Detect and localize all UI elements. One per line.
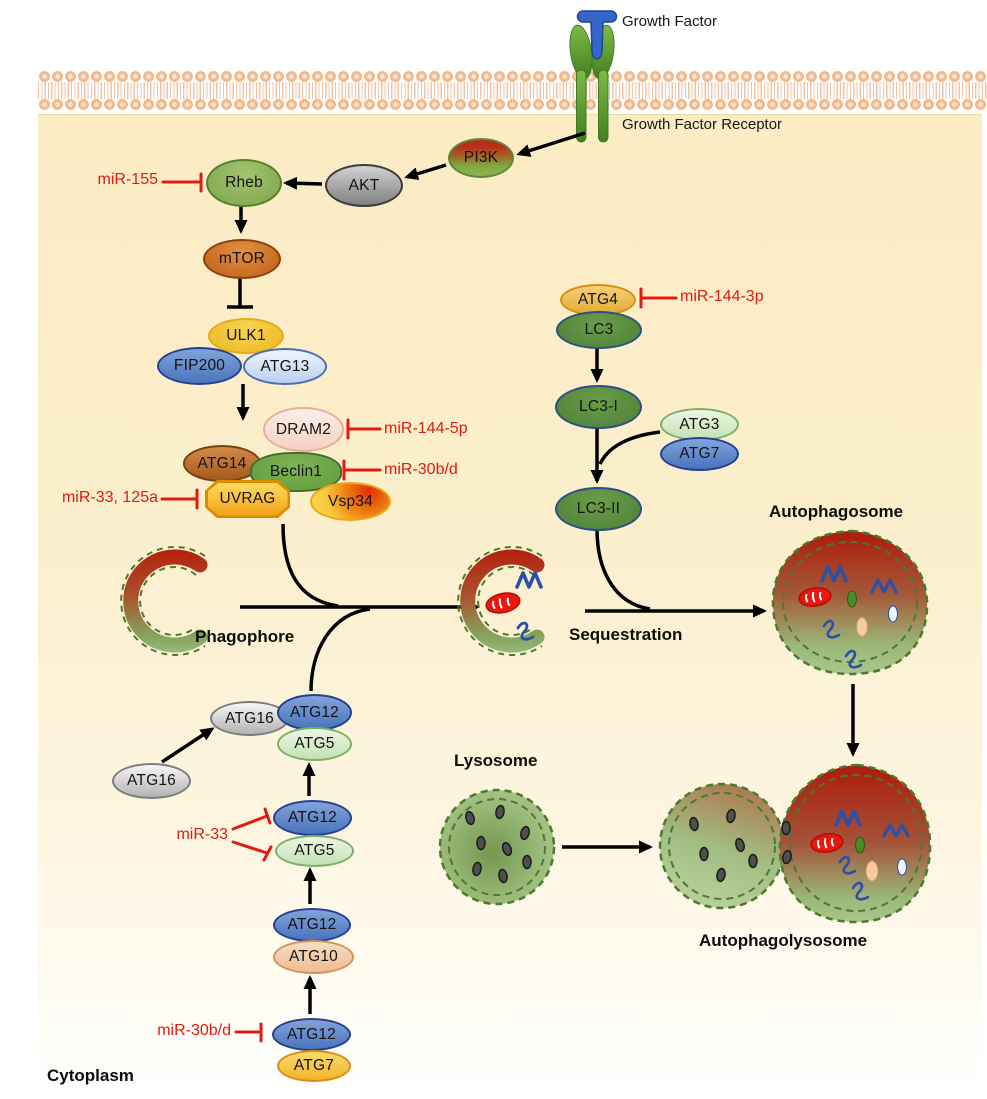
- mitochondrion-icon: [485, 592, 521, 614]
- node-akt: AKT: [325, 164, 403, 207]
- node-label: ATG16: [127, 772, 176, 790]
- node-atg13: ATG13: [243, 348, 327, 385]
- mirna-label-mir-144-3p: miR-144-3p: [680, 288, 764, 305]
- inhibition-bars: [160, 172, 678, 1043]
- node-label: ATG7: [293, 1057, 335, 1075]
- node-label: ATG10: [289, 948, 338, 966]
- node-lc3ii: LC3-II: [555, 487, 642, 531]
- node-atg12d: ATG12: [272, 1018, 351, 1051]
- node-label: ATG12: [290, 703, 339, 721]
- node-label: ATG3: [679, 415, 720, 433]
- node-label: ATG14: [197, 454, 247, 472]
- node-label: mTOR: [218, 250, 266, 268]
- node-lc3i: LC3-I: [555, 385, 642, 429]
- membrane-outer-leaflet: [38, 70, 987, 83]
- node-atg5a: ATG5: [277, 727, 352, 761]
- node-label: Rheb: [225, 174, 263, 192]
- growth-factor-receptor-icon: [569, 24, 615, 143]
- node-atg12b: ATG12: [273, 800, 352, 836]
- node-label: ATG16: [225, 709, 274, 727]
- node-label: ATG7: [679, 445, 720, 463]
- node-lc3: LC3: [556, 311, 642, 349]
- node-label: Beclin1: [269, 463, 323, 481]
- node-label: UVRAG: [207, 482, 288, 516]
- autophagosome-vesicle: [771, 529, 929, 676]
- node-pi3k: PI3K: [448, 138, 514, 178]
- node-label: ATG12: [287, 1025, 336, 1043]
- sequestration-crescent: [457, 546, 545, 656]
- node-atg14: ATG14: [183, 445, 261, 482]
- node-fip200: FIP200: [157, 347, 242, 385]
- node-atg7a: ATG7: [660, 437, 739, 471]
- misfolded-protein-icon: [516, 621, 535, 641]
- node-label: ATG13: [260, 357, 310, 375]
- node-uvrag: UVRAG: [205, 480, 290, 518]
- growth-factor-icon: [576, 10, 618, 60]
- signal-arrows: [161, 131, 860, 1014]
- mirna-label-mir-30bd-beclin1: miR-30b/d: [384, 461, 458, 478]
- node-mtor: mTOR: [203, 239, 281, 279]
- node-label: LC3-II: [576, 500, 621, 518]
- node-rheb: Rheb: [206, 159, 282, 207]
- node-atg16a: ATG16: [210, 701, 289, 736]
- cytoplasm-label: Cytoplasm: [47, 1066, 134, 1085]
- phagophore-label: Phagophore: [195, 627, 295, 646]
- node-label: ATG5: [294, 735, 335, 753]
- node-atg12a: ATG12: [277, 694, 352, 731]
- node-label: LC3: [584, 321, 614, 339]
- mirna-label-mir-155: miR-155: [97, 171, 158, 188]
- node-label: Vsp34: [328, 492, 373, 510]
- node-label: PI3K: [463, 149, 499, 167]
- lysosome-vesicle: [438, 788, 556, 906]
- growth-factor-receptor-label: Growth Factor Receptor: [622, 116, 783, 133]
- sequestration-label: Sequestration: [569, 625, 683, 644]
- autophagolysosome-vesicle: [658, 763, 932, 924]
- node-label: ATG12: [287, 916, 337, 934]
- growth-factor-label: Growth Factor: [622, 13, 718, 30]
- autophagolysosome-label: Autophagolysosome: [699, 931, 868, 950]
- node-atg7b: ATG7: [277, 1050, 351, 1082]
- node-label: ATG4: [577, 291, 619, 309]
- protein-aggregate-icon: [515, 571, 543, 589]
- phagophore-crescent: [120, 546, 208, 656]
- mirna-label-mir-144-5p: miR-144-5p: [384, 420, 468, 437]
- node-dram2: DRAM2: [263, 407, 344, 452]
- mirna-label-mir-30bd-atg12: miR-30b/d: [157, 1022, 231, 1039]
- node-label: LC3-I: [579, 398, 618, 416]
- lysosome-label: Lysosome: [454, 751, 538, 770]
- node-atg12c: ATG12: [273, 908, 351, 942]
- node-label: ATG5: [294, 842, 335, 860]
- node-atg16b: ATG16: [112, 763, 191, 799]
- mirna-label-mir-33: miR-33: [176, 826, 228, 843]
- membrane-inner-leaflet: [38, 98, 987, 111]
- node-label: AKT: [348, 176, 380, 194]
- membrane-lipid-tails: [38, 82, 987, 99]
- node-label: DRAM2: [275, 420, 332, 438]
- autophagosome-label: Autophagosome: [769, 502, 904, 521]
- node-atg4: ATG4: [560, 284, 636, 316]
- node-label: ATG12: [288, 809, 337, 827]
- cell-membrane: [38, 70, 987, 111]
- mirna-label-mir-33-125a: miR-33, 125a: [61, 489, 158, 506]
- node-label: FIP200: [173, 357, 226, 375]
- node-label: ULK1: [226, 327, 266, 345]
- node-atg10: ATG10: [273, 940, 354, 974]
- node-atg5b: ATG5: [275, 835, 354, 867]
- node-vsp34: Vsp34: [310, 482, 391, 521]
